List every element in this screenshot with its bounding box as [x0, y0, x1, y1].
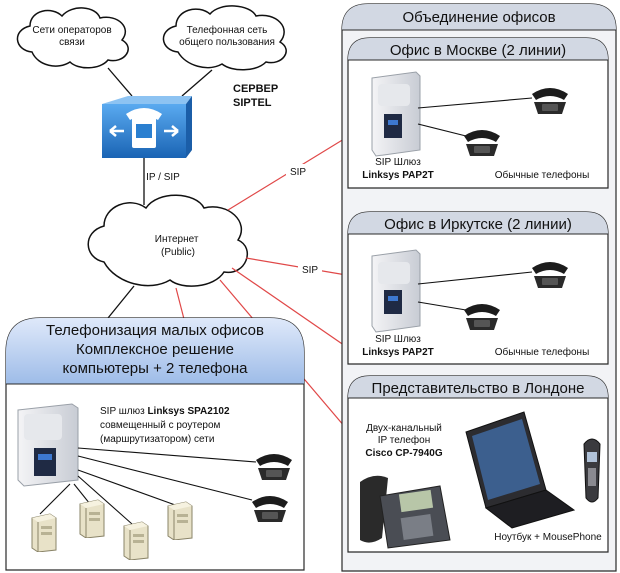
- moscow-phone1-line: [417, 97, 533, 109]
- small-office-pc1-icon: [31, 513, 57, 552]
- operators-server-link: [107, 67, 133, 97]
- offices-group-title: Объединение офисов: [402, 9, 555, 26]
- small-office-cables: [39, 447, 257, 525]
- server-arrow-right-icon: [164, 125, 179, 137]
- moscow-gateway-line2: Linksys PAP2T: [362, 170, 434, 181]
- small-office-title-line3: компьютеры + 2 телефона: [63, 360, 249, 377]
- london-laptop-label: Ноутбук + MousePhone: [494, 531, 602, 543]
- server-label-line1: СЕРВЕР: [233, 83, 278, 95]
- siptel-server: [102, 96, 192, 158]
- internet-cloud-label: Интернет (Public): [155, 234, 201, 258]
- irkutsk-gateway-line2: Linksys PAP2T: [362, 347, 434, 358]
- moscow-office-title: Офис в Москве (2 линии): [390, 42, 566, 59]
- small-office-pc3-icon: [123, 521, 149, 560]
- server-label-line2: SIPTEL: [233, 97, 272, 109]
- moscow-gateway-device: [371, 71, 421, 157]
- sip-label-irkutsk: SIP: [302, 265, 318, 276]
- internet-smalloffice-link: [107, 285, 135, 319]
- irkutsk-phones-label: Обычные телефоны: [495, 346, 590, 358]
- server-link-label: IP / SIP: [146, 172, 180, 183]
- spa2102-gateway-device: [17, 403, 79, 487]
- pstn-server-link: [181, 69, 213, 97]
- london-mousephone: [583, 438, 601, 503]
- moscow-phone2-line: [417, 123, 467, 137]
- spa2102-gateway-line2: совмещенный с роутером: [100, 420, 221, 431]
- irkutsk-gateway-line1: SIP Шлюз: [375, 334, 421, 345]
- london-ip-phone: [360, 475, 451, 549]
- moscow-gateway-line1: SIP Шлюз: [375, 157, 421, 168]
- irkutsk-gateway-device: [371, 249, 421, 333]
- spa2102-gateway-line1: SIP шлюз Linksys SPA2102: [100, 406, 230, 417]
- small-office-pc4-icon: [167, 501, 193, 540]
- internet-cloud: Интернет (Public): [87, 194, 249, 287]
- london-office-title: Представительство в Лондоне: [372, 380, 585, 397]
- server-phone-icon: [126, 108, 162, 148]
- london-phone-line2: IP телефон: [378, 434, 430, 446]
- small-office-title-line2: Комплексное решение: [76, 341, 234, 358]
- irkutsk-office-title: Офис в Иркутске (2 линии): [384, 216, 572, 233]
- london-phone-line1: Двух-канальный: [366, 423, 442, 434]
- sip-label-moscow: SIP: [290, 167, 306, 178]
- server-arrow-left-icon: [109, 125, 124, 137]
- irkutsk-phone1-line: [417, 271, 533, 285]
- london-laptop: [465, 411, 576, 529]
- irkutsk-phone2-line: [417, 301, 467, 311]
- small-office-pc2-icon: [79, 499, 105, 538]
- london-phone-line3: Cisco CP-7940G: [365, 448, 442, 459]
- small-office-title-line1: Телефонизация малых офисов: [46, 322, 264, 339]
- spa2102-gateway-line3: (маршрутизатором) сети: [100, 434, 214, 445]
- moscow-phones-label: Обычные телефоны: [495, 169, 590, 181]
